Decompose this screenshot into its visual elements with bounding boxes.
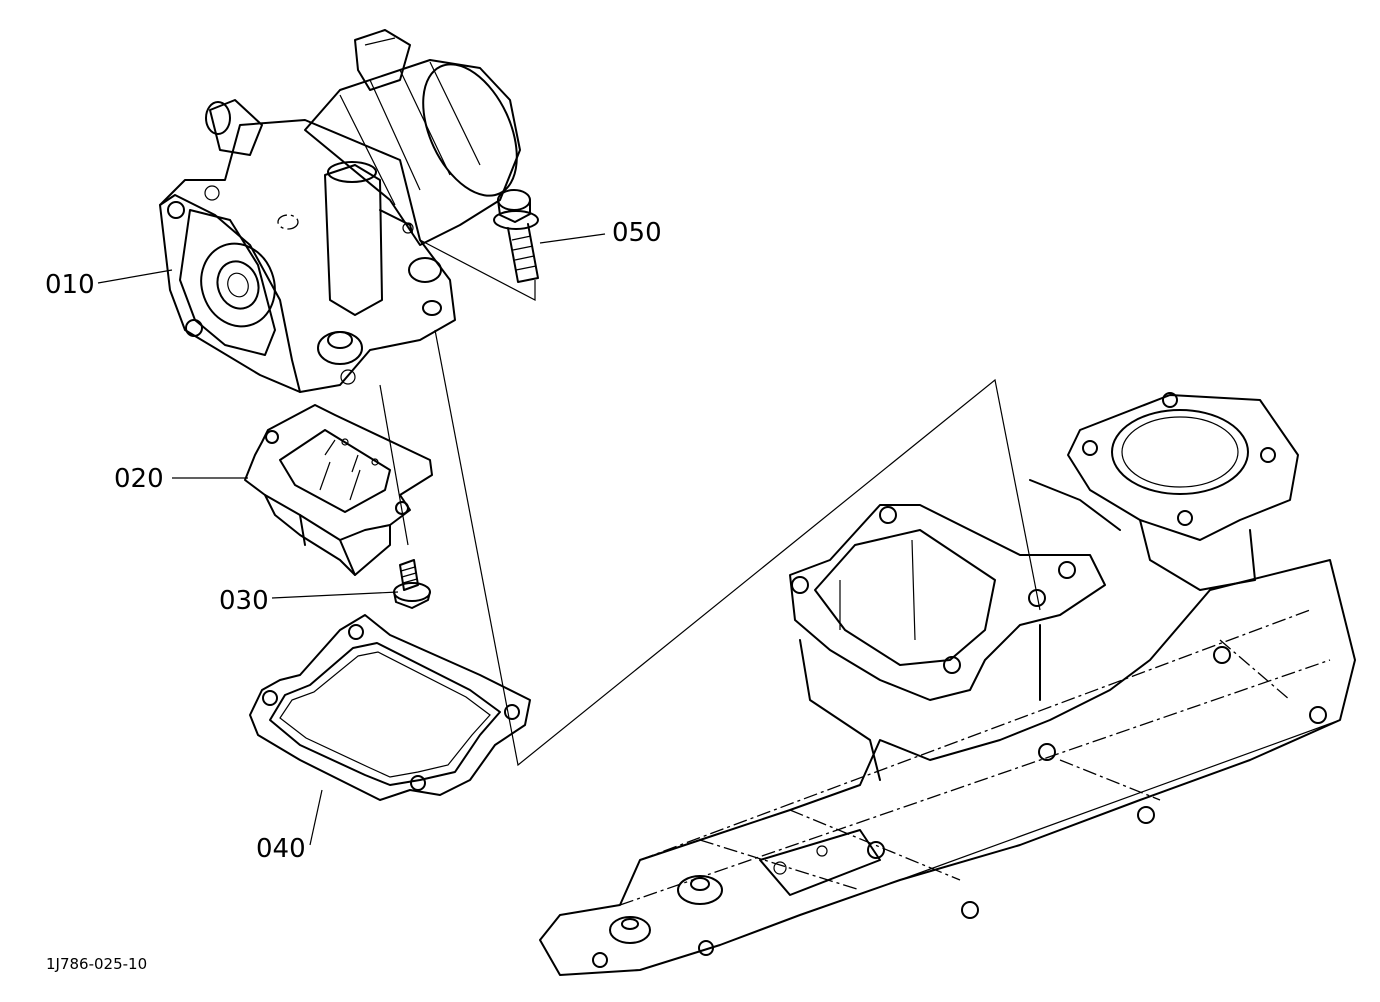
flange-bolt-long-icon	[493, 189, 539, 283]
callout-050: 050	[612, 218, 662, 248]
assembly-lines	[379, 239, 1041, 767]
callout-040: 040	[256, 834, 306, 864]
callout-020: 020	[114, 464, 164, 494]
egr-valve-assembly-icon	[159, 29, 521, 393]
flange-bolt-small-icon	[393, 559, 431, 609]
callout-030: 030	[219, 586, 269, 616]
gasket-icon	[249, 614, 531, 801]
intake-manifold	[539, 392, 1356, 976]
callout-010: 010	[45, 270, 95, 300]
figure-id: 1J786-025-10	[46, 955, 148, 973]
callout-leaders	[97, 233, 606, 846]
spacer-block-icon	[244, 404, 433, 576]
